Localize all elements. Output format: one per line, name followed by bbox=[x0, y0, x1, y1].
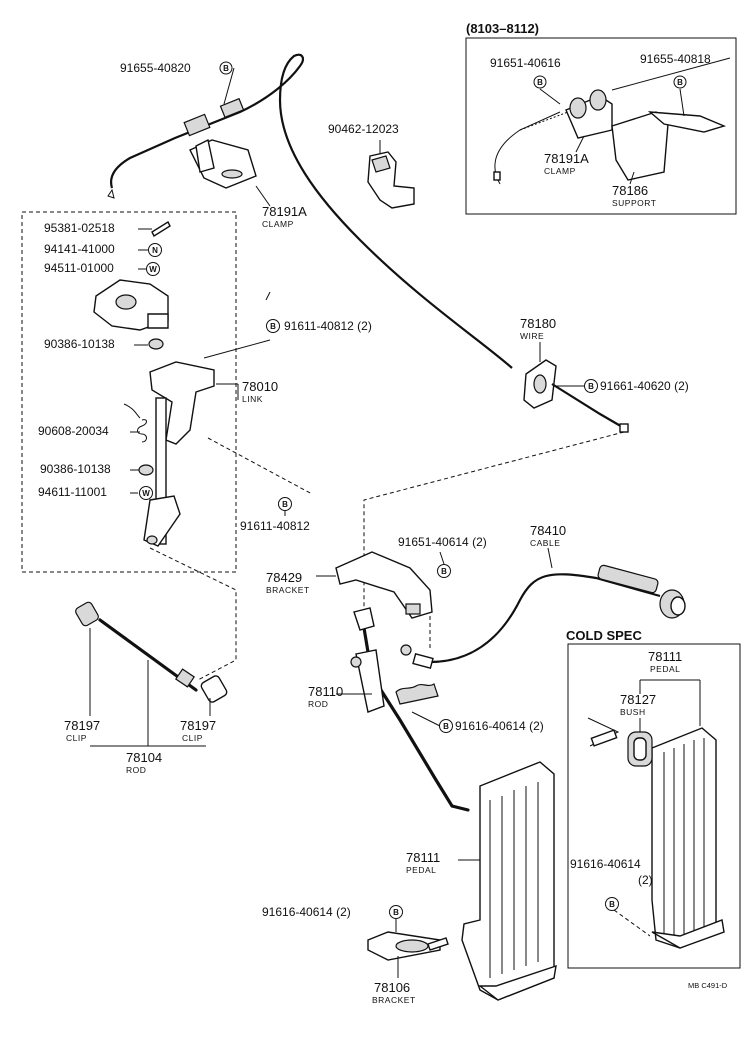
label-94611-11001: 94611-11001 bbox=[38, 485, 107, 499]
label-91616-40614-cold-qty: (2) bbox=[638, 873, 653, 887]
desc-pedal: PEDAL bbox=[406, 865, 436, 875]
svg-text:B: B bbox=[282, 500, 288, 509]
label-94511-01000: 94511-01000 bbox=[44, 261, 114, 275]
label-90608-20034: 90608-20034 bbox=[38, 424, 109, 438]
svg-text:B: B bbox=[609, 900, 615, 909]
desc-wire: WIRE bbox=[520, 331, 544, 341]
cable-78410 bbox=[400, 564, 686, 670]
svg-text:B: B bbox=[677, 78, 683, 87]
symbol-w-icon: W bbox=[146, 262, 160, 276]
desc-rod: ROD bbox=[126, 765, 146, 775]
label-90386-10138-b: 90386-10138 bbox=[40, 462, 111, 476]
symbol-b-icon: B bbox=[584, 379, 598, 393]
symbol-w-icon: W bbox=[139, 486, 153, 500]
label-94141-41000: 94141-41000 bbox=[44, 242, 115, 256]
lever-housing bbox=[93, 279, 169, 331]
label-78191a: 78191A bbox=[262, 204, 307, 219]
label-78111: 78111 bbox=[406, 850, 440, 865]
rod-78104 bbox=[75, 601, 228, 703]
desc-cable: CABLE bbox=[530, 538, 560, 548]
symbol-b-icon: B bbox=[439, 719, 453, 733]
svg-text:B: B bbox=[537, 78, 543, 87]
symbol-b-icon: B bbox=[219, 61, 233, 75]
label-78197-right: 78197 bbox=[180, 718, 216, 733]
inset-8103-8112: (8103–8112) bbox=[465, 21, 737, 215]
desc-clamp-inset: CLAMP bbox=[544, 166, 576, 176]
link-78010 bbox=[143, 361, 215, 547]
desc-bush: BUSH bbox=[620, 707, 646, 717]
label-91661-40620: 91661-40620 (2) bbox=[600, 379, 689, 393]
label-91651-40616: 91651-40616 bbox=[490, 56, 561, 70]
accelerator-wire-upper bbox=[107, 53, 513, 369]
clamp-78191a bbox=[189, 138, 257, 189]
svg-text:B: B bbox=[223, 64, 229, 73]
symbol-b-icon: B bbox=[605, 897, 619, 911]
label-95381-02518: 95381-02518 bbox=[44, 221, 115, 235]
bracket-78429 bbox=[335, 551, 433, 619]
label-78410: 78410 bbox=[530, 523, 566, 538]
desc-clip-left: CLIP bbox=[66, 733, 87, 743]
label-78197-left: 78197 bbox=[64, 718, 100, 733]
symbol-b-icon: B bbox=[266, 319, 280, 333]
svg-text:B: B bbox=[443, 722, 449, 731]
label-91611-40812: 91611-40812 bbox=[240, 519, 310, 533]
label-90462-12023: 90462-12023 bbox=[328, 122, 399, 136]
diagram-code: MB C491-D bbox=[688, 981, 728, 990]
svg-text:W: W bbox=[142, 489, 150, 498]
label-91611-40812-2: 91611-40812 (2) bbox=[284, 319, 372, 333]
label-78010: 78010 bbox=[242, 379, 278, 394]
desc-rod-78110: ROD bbox=[308, 699, 328, 709]
bracket-78106 bbox=[367, 931, 449, 961]
link-assembly-box bbox=[21, 211, 237, 573]
svg-text:B: B bbox=[441, 567, 447, 576]
wire-78180 bbox=[523, 359, 629, 433]
label-91651-40614: 91651-40614 (2) bbox=[398, 535, 487, 549]
symbol-n-icon: N bbox=[148, 243, 162, 257]
label-78127: 78127 bbox=[620, 692, 656, 707]
label-78429: 78429 bbox=[266, 570, 302, 585]
symbol-b-icon: B bbox=[533, 75, 547, 89]
svg-text:W: W bbox=[149, 265, 157, 274]
svg-text:B: B bbox=[270, 322, 276, 331]
desc-bracket: BRACKET bbox=[266, 585, 310, 595]
pedal-78111 bbox=[461, 761, 557, 1001]
svg-text:N: N bbox=[152, 246, 158, 255]
label-78186: 78186 bbox=[612, 183, 648, 198]
svg-text:B: B bbox=[393, 908, 399, 917]
desc-clip-right: CLIP bbox=[182, 733, 203, 743]
label-78191a-inset: 78191A bbox=[544, 151, 589, 166]
inset-cold-spec: COLD SPEC bbox=[566, 628, 741, 969]
label-78110: 78110 bbox=[308, 684, 343, 699]
label-90386-10138-a: 90386-10138 bbox=[44, 337, 115, 351]
desc-link: LINK bbox=[242, 394, 263, 404]
symbol-b-icon: B bbox=[437, 564, 451, 578]
desc-clamp: CLAMP bbox=[262, 219, 294, 229]
symbol-b-icon: B bbox=[389, 905, 403, 919]
label-78104: 78104 bbox=[126, 750, 162, 765]
label-78111-cold: 78111 bbox=[648, 649, 682, 664]
cold-spec-header: COLD SPEC bbox=[566, 628, 642, 643]
symbol-b-icon: B bbox=[278, 497, 292, 511]
label-78180: 78180 bbox=[520, 316, 556, 331]
desc-pedal-cold: PEDAL bbox=[650, 664, 680, 674]
inset-header: (8103–8112) bbox=[466, 21, 539, 36]
desc-support: SUPPORT bbox=[612, 198, 656, 208]
label-91616-40614-low: 91616-40614 (2) bbox=[262, 905, 351, 919]
cushion-icon bbox=[148, 338, 164, 350]
svg-text:B: B bbox=[588, 382, 594, 391]
rod-78110 bbox=[350, 607, 470, 812]
label-91616-40614-cold: 91616-40614 bbox=[570, 857, 641, 871]
label-91616-40614-mid: 91616-40614 (2) bbox=[455, 719, 544, 733]
label-91655-40820: 91655-40820 bbox=[120, 61, 191, 75]
label-78106: 78106 bbox=[374, 980, 410, 995]
label-91655-40818: 91655-40818 bbox=[640, 52, 711, 66]
desc-bracket-78106: BRACKET bbox=[372, 995, 416, 1005]
symbol-b-icon: B bbox=[673, 75, 687, 89]
clip-90462-12023 bbox=[367, 151, 415, 209]
